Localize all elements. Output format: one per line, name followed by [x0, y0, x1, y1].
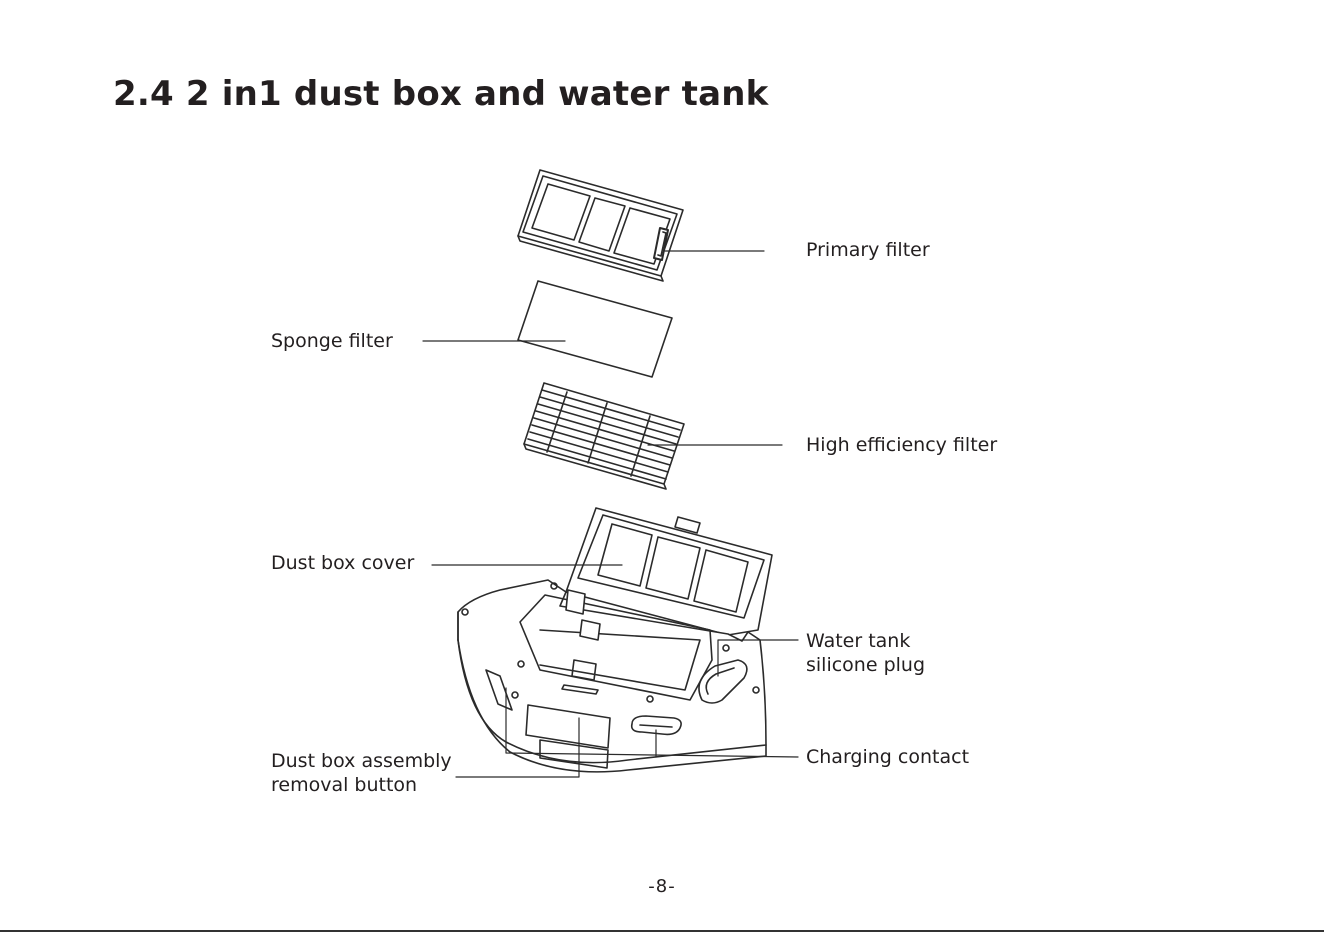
label-removal-button-line1: Dust box assembly: [271, 749, 452, 773]
label-primary-filter: Primary filter: [806, 238, 930, 262]
label-water-tank-plug-line1: Water tank: [806, 629, 925, 653]
high-efficiency-filter-part: [524, 383, 684, 489]
bottom-rule: [0, 930, 1324, 932]
callout-removal-button: Dust box assembly removal button: [271, 749, 452, 797]
label-water-tank-plug-line2: silicone plug: [806, 653, 925, 677]
label-sponge-filter: Sponge filter: [271, 329, 393, 353]
callout-high-efficiency-filter: High efficiency filter: [806, 433, 997, 457]
page-number: -8-: [0, 876, 1324, 897]
label-charging-contact: Charging contact: [806, 745, 969, 769]
label-dust-box-cover: Dust box cover: [271, 551, 414, 575]
callout-primary-filter: Primary filter: [806, 238, 930, 262]
sponge-filter-part: [518, 281, 672, 377]
callout-sponge-filter: Sponge filter: [271, 329, 393, 353]
label-removal-button-line2: removal button: [271, 773, 452, 797]
label-high-efficiency-filter: High efficiency filter: [806, 433, 997, 457]
primary-filter-part: [518, 170, 683, 281]
callout-water-tank-plug: Water tank silicone plug: [806, 629, 925, 677]
callout-dust-box-cover: Dust box cover: [271, 551, 414, 575]
callout-charging-contact: Charging contact: [806, 745, 969, 769]
